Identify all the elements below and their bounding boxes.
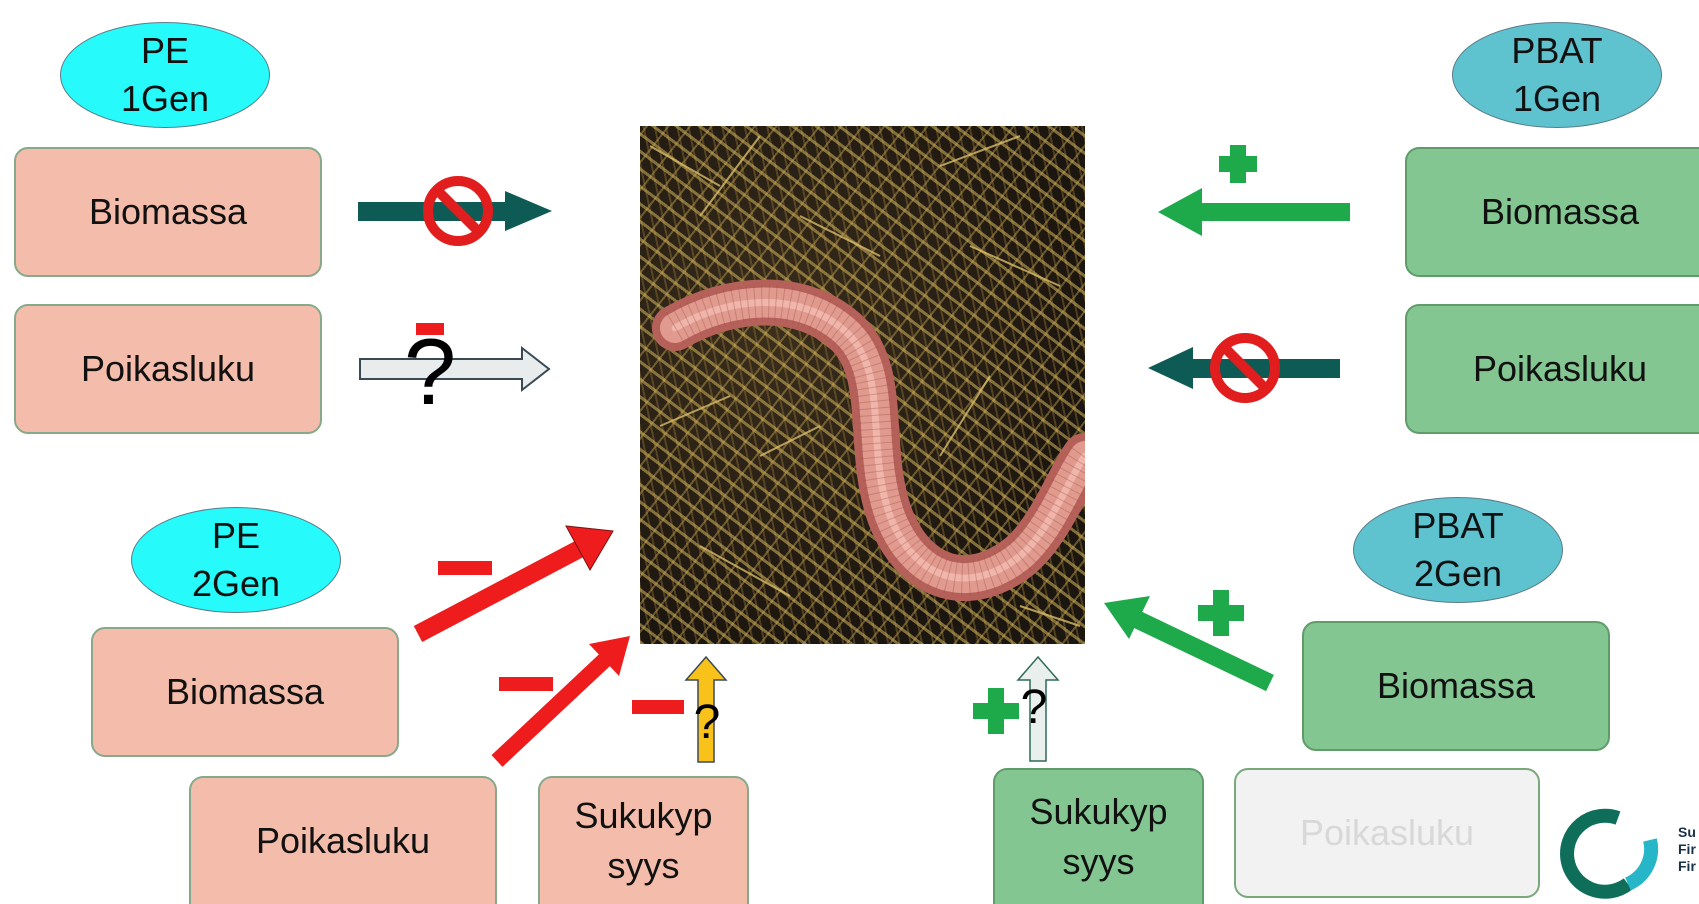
logo-text: Su Fir Fir — [1678, 824, 1699, 875]
question-mark-small: ? — [1021, 681, 1048, 734]
question-mark-small: ? — [694, 696, 721, 749]
pe2-poikasluku-arrow — [497, 636, 630, 761]
minus-sign — [499, 677, 553, 691]
plus-sign — [973, 688, 1019, 734]
pe2-biomassa-arrow — [418, 526, 613, 634]
logo-mark — [1567, 816, 1651, 892]
minus-sign — [438, 561, 492, 575]
minus-sign — [632, 700, 684, 714]
question-mark-large: ? — [404, 319, 456, 424]
logo-line2: Fir — [1678, 841, 1699, 858]
pbat2-biomassa-arrow — [1104, 596, 1270, 683]
plus-sign — [1219, 145, 1257, 183]
logo-line3: Fir — [1678, 858, 1699, 875]
plus-sign — [1198, 590, 1244, 636]
pbat1-biomassa-arrow — [1158, 188, 1350, 236]
logo-line1: Su — [1678, 824, 1699, 841]
